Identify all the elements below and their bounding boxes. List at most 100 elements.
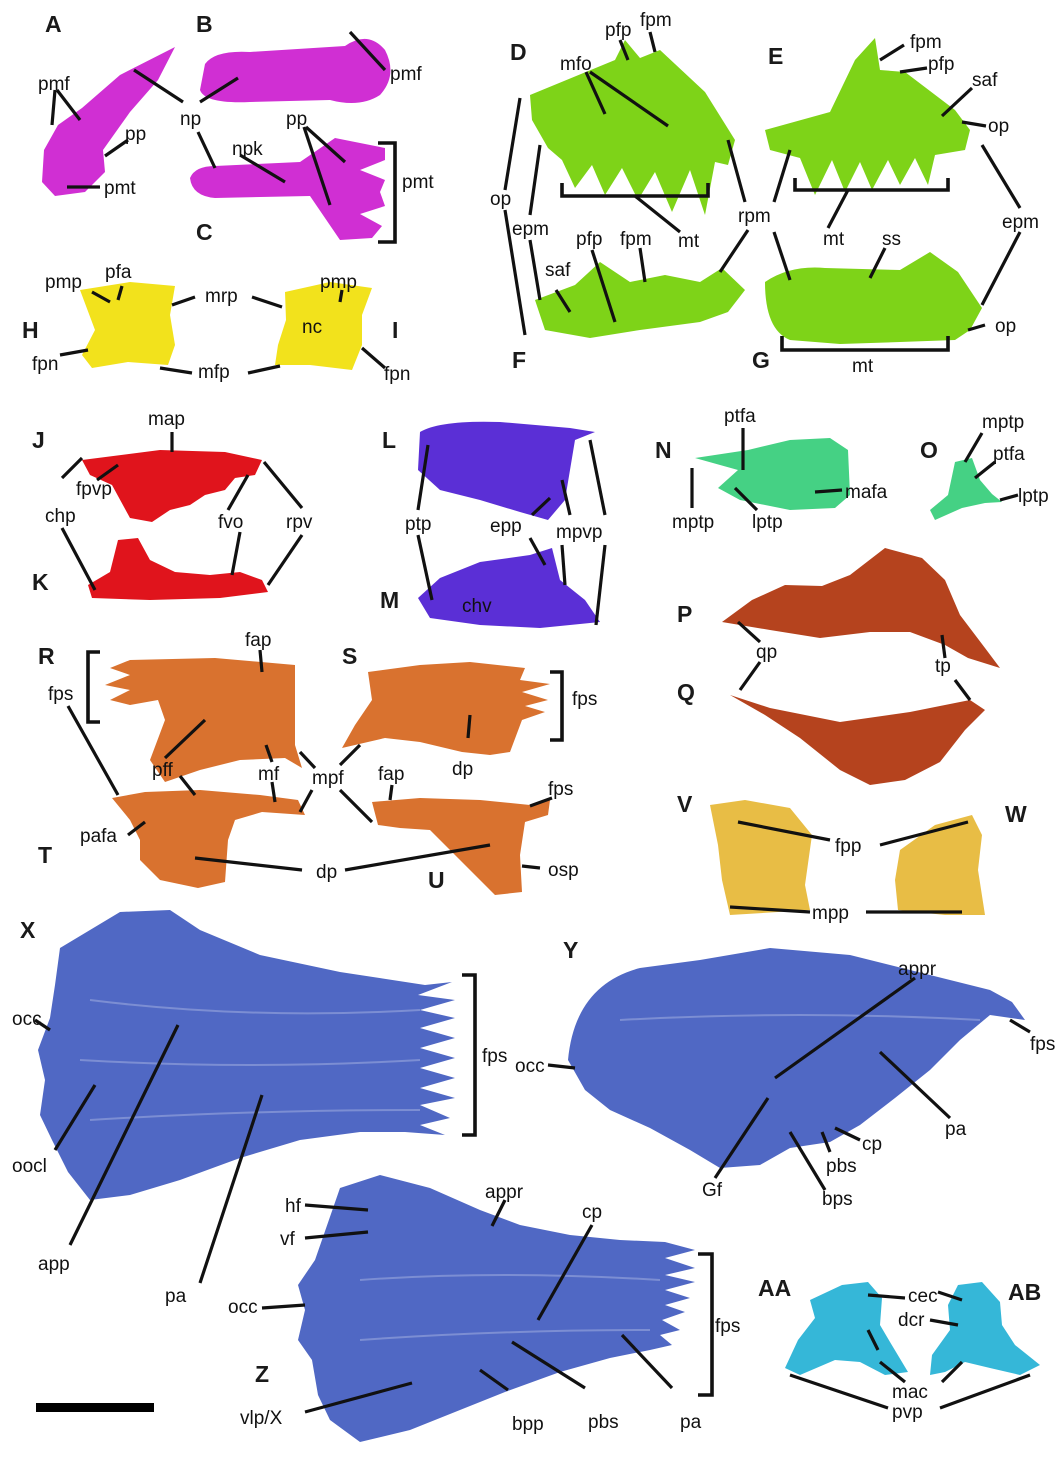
panel-label-L: L — [382, 427, 396, 453]
ethmoid-T — [112, 790, 305, 888]
label-pmt-C: pmt — [402, 172, 434, 193]
label-appr-Z: appr — [485, 1182, 524, 1203]
label-fpm-D: fpm — [640, 10, 672, 31]
label-ptfa-N: ptfa — [724, 406, 756, 427]
label-pfa: pfa — [105, 262, 132, 283]
panel-label-D: D — [510, 39, 527, 65]
pterygoid-O — [930, 458, 1002, 520]
panel-label-N: N — [655, 437, 672, 463]
label-mptp-N: mptp — [672, 512, 714, 533]
ethmoid-U — [372, 798, 550, 895]
label-pa-X: pa — [165, 1286, 187, 1307]
label-fps-Y: fps — [1030, 1034, 1055, 1055]
label-fvo: fvo — [218, 512, 243, 533]
label-ptfa-O: ptfa — [993, 444, 1025, 465]
frontal-I — [275, 282, 372, 370]
label-osp: osp — [548, 860, 579, 881]
label-cp-Y: cp — [862, 1134, 882, 1155]
panel-label-E: E — [768, 43, 783, 69]
label-hf: hf — [285, 1196, 302, 1217]
label-mfp: mfp — [198, 362, 230, 383]
label-lptp-O: lptp — [1018, 486, 1049, 507]
label-pafa: pafa — [80, 826, 117, 847]
label-dp-S: dp — [452, 759, 473, 780]
panel-label-G: G — [752, 347, 770, 373]
label-ss: ss — [882, 229, 901, 250]
label-pmp-I: pmp — [320, 272, 357, 293]
label-pmf-A: pmf — [38, 74, 70, 95]
label-vf: vf — [280, 1229, 296, 1250]
panel-label-Z: Z — [255, 1361, 269, 1387]
label-tp: tp — [935, 656, 951, 677]
label-chp: chp — [45, 506, 76, 527]
panel-label-AA: AA — [758, 1275, 791, 1301]
label-pmp-H: pmp — [45, 272, 82, 293]
panel-label-J: J — [32, 427, 45, 453]
label-appr-Y: appr — [898, 959, 937, 980]
label-Gf: Gf — [702, 1180, 723, 1201]
label-occ-Y: occ — [515, 1056, 545, 1077]
label-epm-left: epm — [512, 219, 549, 240]
label-op-E: op — [988, 116, 1009, 137]
label-fps-Z: fps — [715, 1316, 740, 1337]
label-vlpX: vlp/X — [240, 1408, 283, 1429]
braincase-dorsal-X — [38, 910, 455, 1200]
label-ptp: ptp — [405, 514, 431, 535]
label-mf: mf — [258, 764, 280, 785]
label-pvp: pvp — [892, 1402, 923, 1423]
label-pfp-E: pfp — [928, 54, 954, 75]
panel-label-S: S — [342, 643, 357, 669]
panel-label-W: W — [1005, 801, 1027, 827]
label-saf-F: saf — [545, 260, 571, 281]
label-fpvp: fpvp — [76, 479, 112, 500]
label-pa-Z: pa — [680, 1412, 702, 1433]
label-lptp-N: lptp — [752, 512, 783, 533]
label-dp-T: dp — [316, 862, 337, 883]
panel-label-Q: Q — [677, 679, 695, 705]
label-qp: qp — [756, 642, 777, 663]
palatine-M — [418, 548, 600, 628]
panel-label-F: F — [512, 347, 526, 373]
label-cec: cec — [908, 1286, 938, 1307]
panel-label-R: R — [38, 643, 55, 669]
label-mpp: mpp — [812, 903, 849, 924]
label-rpm: rpm — [738, 206, 771, 227]
label-op-left: op — [490, 189, 511, 210]
bone-V — [710, 800, 812, 915]
label-pp-A: pp — [125, 124, 146, 145]
label-pa-Y: pa — [945, 1119, 967, 1140]
panel-label-AB: AB — [1008, 1279, 1041, 1305]
label-mpvp: mpvp — [556, 522, 602, 543]
panel-label-O: O — [920, 437, 938, 463]
label-map: map — [148, 409, 185, 430]
scale-bar — [36, 1403, 154, 1412]
panel-label-B: B — [196, 11, 213, 37]
label-saf-E: saf — [972, 70, 998, 91]
label-oocl: oocl — [12, 1156, 47, 1177]
label-app: app — [38, 1254, 70, 1275]
label-bpp: bpp — [512, 1414, 544, 1435]
panel-label-K: K — [32, 569, 49, 595]
label-epm-right: epm — [1002, 212, 1039, 233]
panel-label-U: U — [428, 867, 445, 893]
panel-label-H: H — [22, 317, 39, 343]
quadratojugal-Q — [730, 695, 985, 785]
label-np: np — [180, 109, 201, 130]
label-pfp-F: pfp — [576, 229, 602, 250]
vomer-K — [88, 538, 268, 600]
panel-label-T: T — [38, 842, 52, 868]
premaxilla-ventral — [190, 138, 385, 240]
panel-label-I: I — [392, 317, 398, 343]
panel-label-Y: Y — [563, 937, 578, 963]
panel-label-C: C — [196, 219, 213, 245]
label-occ-X: occ — [12, 1009, 42, 1030]
label-cp-Z: cp — [582, 1202, 602, 1223]
label-nc: nc — [302, 317, 322, 338]
label-pmt-A: pmt — [104, 178, 136, 199]
label-fps-U: fps — [548, 779, 573, 800]
label-mac: mac — [892, 1382, 928, 1403]
panel-label-V: V — [677, 791, 693, 817]
label-op-G: op — [995, 316, 1016, 337]
